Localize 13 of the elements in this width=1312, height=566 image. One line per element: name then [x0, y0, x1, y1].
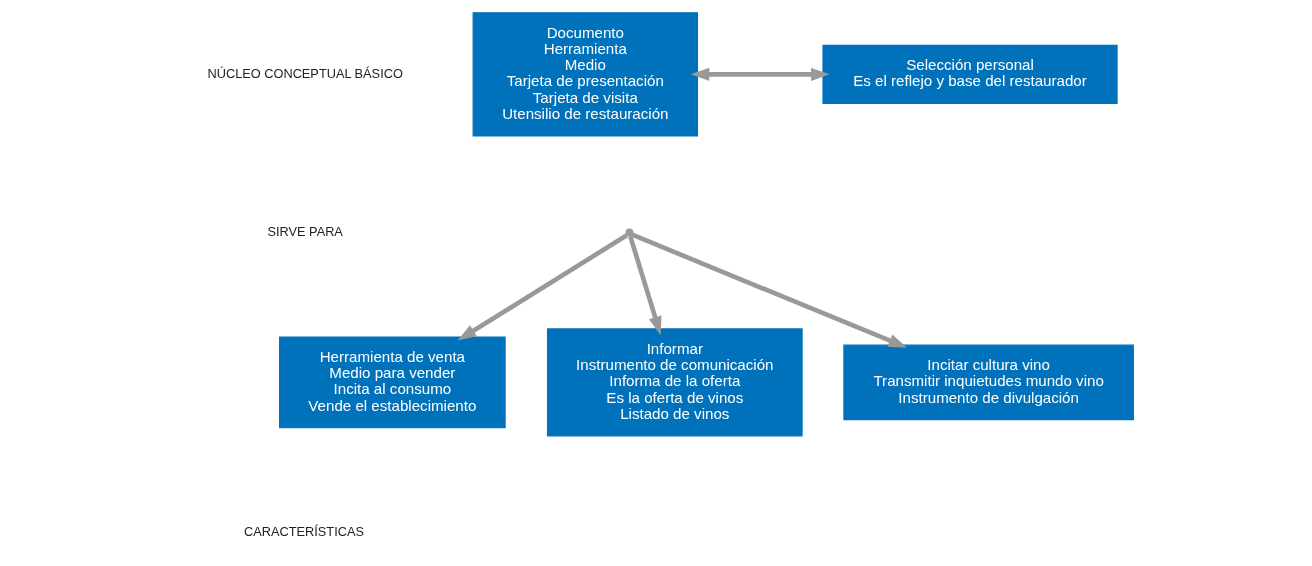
node-box: Documento Herramienta Medio Tarjeta de presentación Tarjeta de visita Utensilio de restauración: [472, 12, 698, 137]
node-box: Herramienta de venta Medio para vender Incita al consumo Vende el establecimiento: [278, 336, 506, 429]
arrow: [627, 235, 661, 336]
arrow: [457, 233, 628, 341]
arrow: [690, 67, 830, 81]
arrow: [630, 232, 907, 348]
label: SIRVE PARA: [266, 223, 343, 239]
node-box: Selección personal Es el reflejo y base del restaurador: [821, 44, 1118, 104]
label: CARACTERÍSTICAS: [243, 523, 364, 539]
node-point: [625, 228, 633, 237]
node-box: Informar Instrumento de comunicación Informa de la oferta Es la oferta de vinos Listado de vinos: [546, 328, 803, 437]
label: NÚCLEO CONCEPTUAL BÁSICO: [207, 65, 403, 81]
node-box: Incitar cultura vino Transmitir inquietudes mundo vino Instrumento de divulgación: [842, 344, 1134, 421]
